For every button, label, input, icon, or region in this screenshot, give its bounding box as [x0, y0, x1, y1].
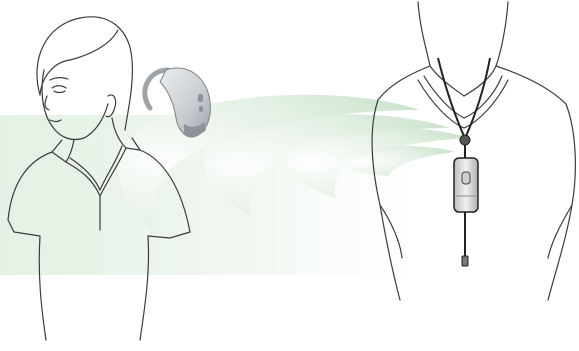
illustration-canvas	[0, 0, 579, 351]
hearing-aid-streamer-illustration	[0, 0, 579, 351]
